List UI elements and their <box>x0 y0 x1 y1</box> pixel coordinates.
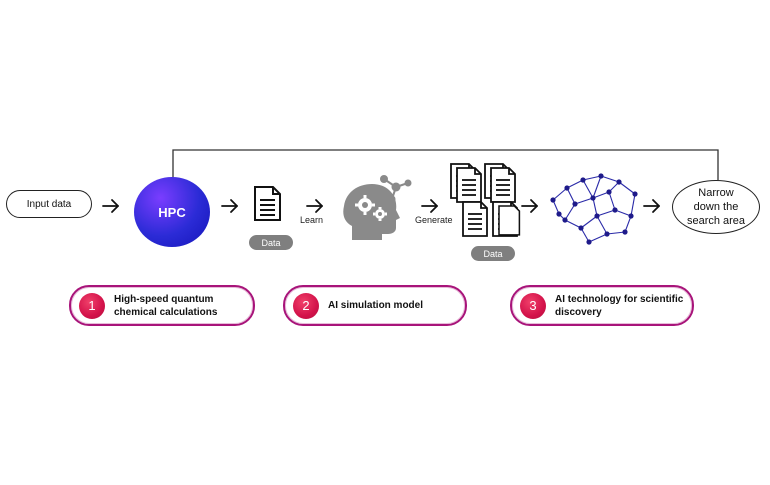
network-graph-icon <box>550 173 638 245</box>
narrow-search-label: Narrow down the search area <box>686 187 746 227</box>
hpc-node: HPC <box>134 177 210 247</box>
data-tag-2: Data <box>471 246 515 261</box>
input-data-label: Input data <box>26 198 72 210</box>
learn-label: Learn <box>300 215 324 225</box>
document-icon <box>254 186 281 221</box>
data-tag-2-label: Data <box>483 248 503 259</box>
step-2-number: 2 <box>293 292 319 319</box>
arrow-right-icon <box>643 199 660 213</box>
generate-label: Generate <box>415 215 453 225</box>
molecule-icon <box>380 175 412 203</box>
arrow-right-icon <box>521 199 538 213</box>
input-data-node: Input data <box>6 190 92 218</box>
ai-head-gears-icon <box>343 184 400 240</box>
data-tag-1: Data <box>249 235 293 250</box>
data-tag-1-label: Data <box>261 237 281 248</box>
step-1-card: 1 High-speed quantum chemical calculatio… <box>69 285 255 326</box>
documents-stack-icon <box>450 163 521 237</box>
step-2-label: AI simulation model <box>328 300 424 311</box>
step-3-card: 3 AI technology for scientific discovery <box>510 285 694 326</box>
step-3-label: AI technology for scientific discovery <box>555 293 684 318</box>
arrow-right-icon <box>102 199 119 213</box>
hpc-label: HPC <box>158 204 186 220</box>
step-2-card: 2 AI simulation model <box>283 285 467 326</box>
arrow-right-icon <box>306 199 323 213</box>
step-1-number: 1 <box>79 292 105 319</box>
arrow-right-icon <box>221 199 238 213</box>
step-1-label: High-speed quantum chemical calculations <box>114 293 218 318</box>
arrow-right-icon <box>421 199 438 213</box>
narrow-search-node: Narrow down the search area <box>672 180 760 234</box>
step-3-number: 3 <box>520 292 546 319</box>
